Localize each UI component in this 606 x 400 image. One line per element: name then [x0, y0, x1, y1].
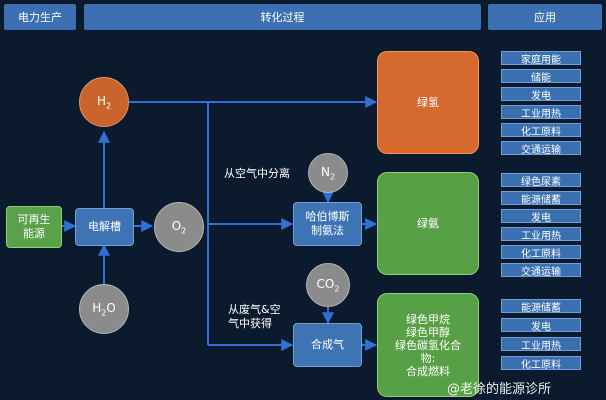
app-item: 交通运输	[501, 263, 581, 278]
n2-circle: N2	[308, 153, 348, 193]
app-item: 化工原料	[501, 123, 581, 138]
fuel-item: 绿色碳氢化合	[395, 338, 461, 352]
o2-label: O2	[171, 218, 187, 236]
fuel-item: 合成燃料	[406, 364, 450, 378]
app-item: 发电	[501, 87, 581, 102]
n2-label: N2	[320, 164, 336, 182]
h2-label: H2	[96, 93, 112, 111]
h2o-label: H2O	[92, 300, 116, 318]
renewable-label-line1: 可再生	[17, 213, 51, 226]
app-item: 能源储蓄	[501, 191, 581, 206]
green-fuels-box: 绿色甲烷 绿色甲醇 绿色碳氢化合 物: 合成燃料	[377, 293, 479, 397]
app-item: 化工原料	[501, 245, 581, 260]
app-item: 储能	[501, 69, 581, 84]
waste-note-line2: 气中获得	[228, 317, 272, 330]
renewable-energy-box: 可再生 能源	[6, 206, 62, 248]
h2o-circle: H2O	[79, 284, 129, 334]
header-process: 转化过程	[84, 4, 481, 30]
waste-note-line1: 从废气&空	[228, 303, 281, 316]
haber-bosch-box: 哈伯博斯 制氨法	[293, 202, 362, 246]
app-item: 绿色尿素	[501, 173, 581, 188]
green-hydrogen-box: 绿氢	[377, 51, 479, 154]
watermark: @老徐的能源诊所	[447, 382, 552, 397]
green-ammonia-box: 绿氨	[377, 172, 479, 275]
header-application: 应用	[488, 4, 602, 30]
o2-circle: O2	[154, 202, 204, 252]
waste-gas-note: 从废气&空 气中获得	[228, 303, 300, 331]
fuel-item: 绿色甲醇	[406, 325, 450, 339]
h2-circle: H2	[79, 77, 129, 127]
app-item: 化工原料	[501, 356, 581, 371]
co2-circle: CO2	[306, 263, 350, 307]
app-item: 发电	[501, 209, 581, 224]
renewable-label-line2: 能源	[23, 227, 45, 240]
haber-label-line2: 制氨法	[311, 224, 344, 237]
fuel-item: 绿色甲烷	[406, 312, 450, 326]
co2-label: CO2	[316, 276, 340, 294]
haber-label-line1: 哈伯博斯	[305, 210, 350, 223]
header-production: 电力生产	[4, 4, 76, 30]
app-item: 工业用热	[501, 227, 581, 242]
app-item: 交通运输	[501, 141, 581, 156]
app-item: 工业用热	[501, 105, 581, 120]
fuel-item: 物:	[420, 351, 436, 365]
app-item: 工业用热	[501, 337, 581, 352]
synthesis-gas-box: 合成气	[293, 323, 362, 367]
app-item: 能源储蓄	[501, 299, 581, 314]
app-item: 发电	[501, 318, 581, 333]
app-item: 家庭用能	[501, 51, 581, 66]
electrolyzer-box: 电解槽	[75, 208, 134, 246]
air-separation-note: 从空气中分离	[224, 167, 290, 180]
